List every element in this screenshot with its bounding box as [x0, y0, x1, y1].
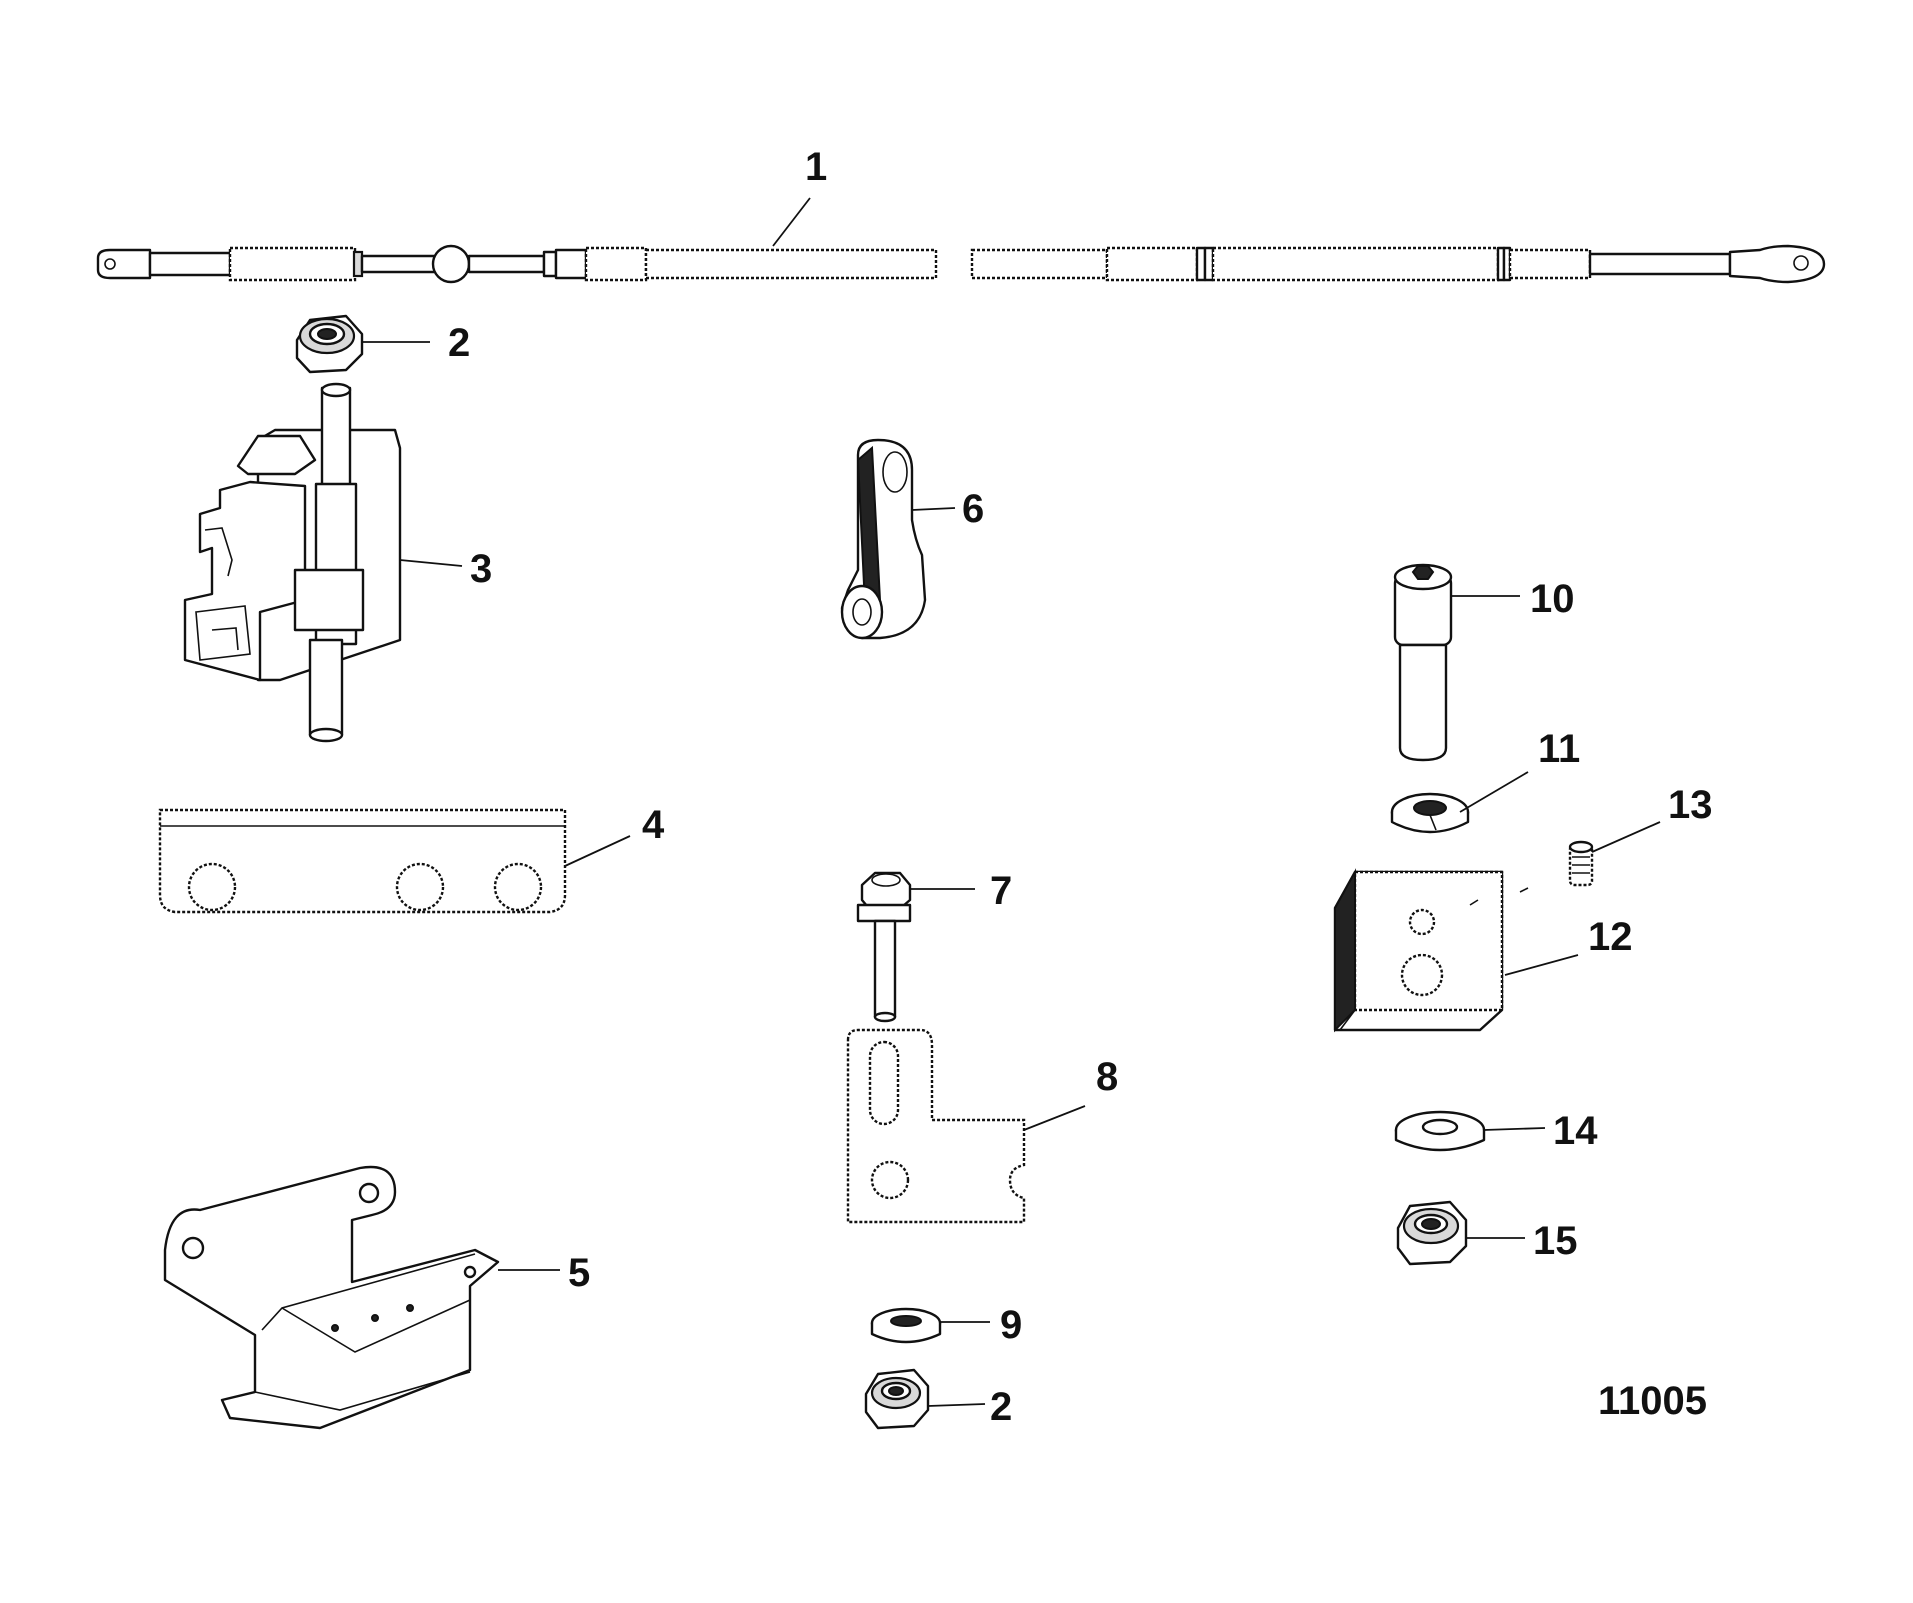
- callout-11: 11: [1538, 727, 1580, 771]
- leader-13: [1591, 821, 1661, 853]
- leader-8: [1023, 1105, 1086, 1131]
- callout-15: 15: [1533, 1219, 1578, 1263]
- callout-1: 1: [805, 145, 827, 189]
- callout-3: 3: [470, 547, 492, 591]
- part-3-anchor-block: [183, 382, 402, 743]
- part-13-set-screw: [1568, 840, 1594, 887]
- callout-labels: 1 2 3 4 5 6 7 8 9 2 10 11 12 13 14 15 11…: [448, 145, 1713, 1429]
- part-11-lock-washer: [1390, 792, 1470, 834]
- callout-5: 5: [568, 1251, 590, 1295]
- leader-2b: [927, 1403, 986, 1407]
- callout-13: 13: [1668, 783, 1713, 827]
- part-14-flat-washer: [1394, 1110, 1486, 1152]
- leader-4: [564, 835, 631, 867]
- callout-7: 7: [990, 869, 1012, 913]
- part-10-socket-screw: [1393, 563, 1453, 762]
- part-6-lever: [840, 438, 927, 640]
- leader-lines: [362, 197, 1661, 1407]
- callout-2-top: 2: [448, 321, 470, 365]
- leader-3: [399, 559, 463, 567]
- leader-1: [772, 197, 811, 247]
- part-2-nut-bottom: [864, 1368, 930, 1430]
- leader-12: [1504, 954, 1579, 976]
- callout-2-bottom: 2: [990, 1385, 1012, 1429]
- callout-10: 10: [1530, 577, 1575, 621]
- leader-11: [1459, 771, 1529, 813]
- leader-6: [911, 507, 956, 511]
- document-number: 11005: [1598, 1379, 1707, 1423]
- part-8-l-bracket: [846, 1028, 1026, 1224]
- part-1-control-cable: [96, 244, 1826, 284]
- callout-14: 14: [1553, 1109, 1598, 1153]
- callout-12: 12: [1588, 915, 1633, 959]
- part-9-washer: [870, 1307, 942, 1344]
- leader-14: [1483, 1127, 1546, 1131]
- part-7-bolt: [856, 871, 912, 1023]
- part-5-bracket: [163, 1165, 500, 1430]
- callout-8: 8: [1096, 1055, 1118, 1099]
- callout-4: 4: [642, 803, 665, 847]
- callout-6: 6: [962, 487, 984, 531]
- part-2-nut-top: [295, 314, 364, 374]
- callout-9: 9: [1000, 1303, 1022, 1347]
- part-12-block: [1333, 868, 1529, 1033]
- part-4-plate: [158, 808, 567, 914]
- part-15-nut: [1396, 1200, 1468, 1266]
